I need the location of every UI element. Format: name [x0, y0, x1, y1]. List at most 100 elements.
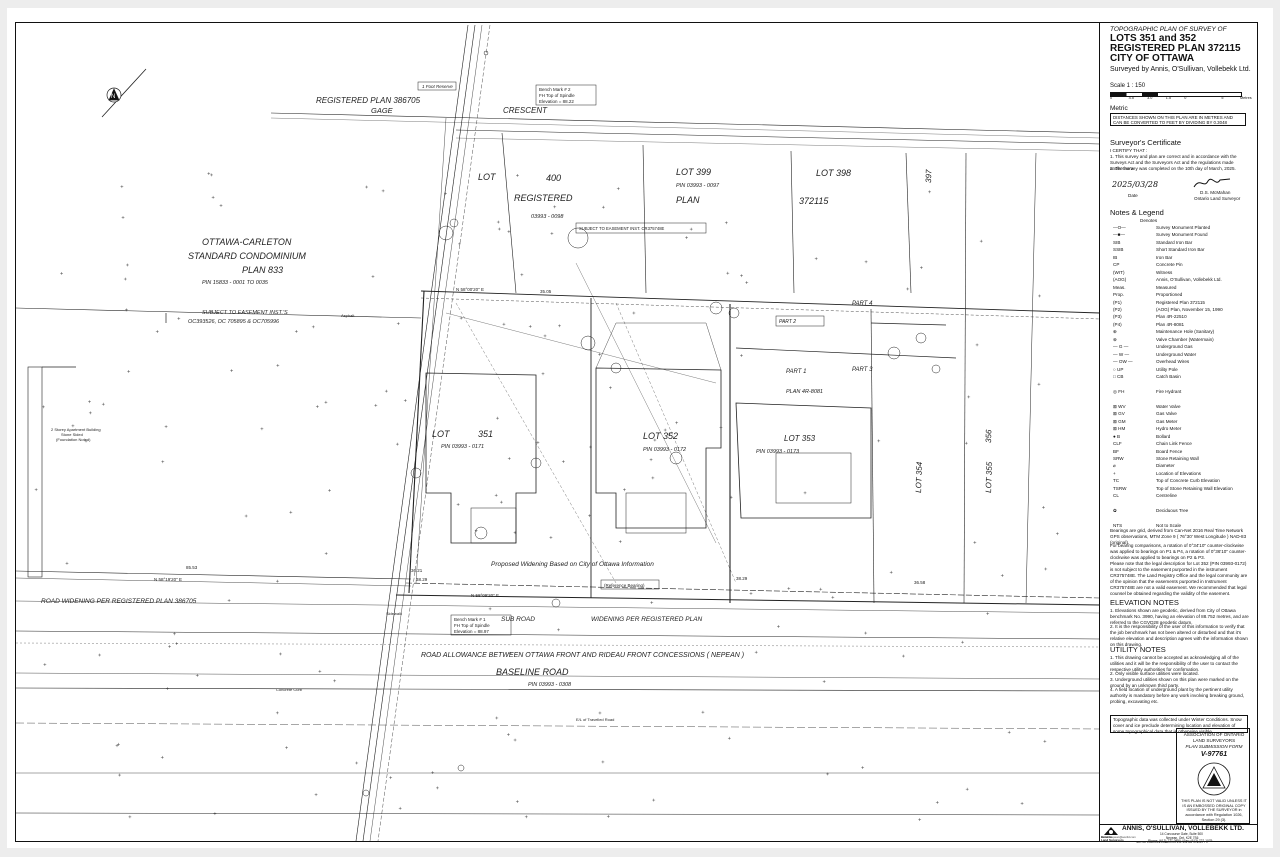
- elevation-mark: [507, 230, 511, 234]
- certificate-heading: Surveyor's Certificate: [1110, 138, 1182, 147]
- elevation-mark: [1020, 802, 1024, 805]
- assoc-line3: PLAN SUBMISSION FORM: [1185, 744, 1243, 749]
- elevation-mark: [663, 428, 667, 432]
- drawing-frame: [15, 22, 1258, 842]
- label-asphalt: Asphalt: [341, 313, 355, 318]
- elevation-mark: [1044, 567, 1048, 571]
- legend-symbol: SIB: [1113, 239, 1121, 245]
- elevation-mark: [395, 442, 399, 446]
- elevation-mark: [675, 421, 679, 425]
- legend-symbol: ◎ FH: [1113, 388, 1125, 394]
- elevation-mark: [877, 439, 881, 443]
- elevation-mark: [618, 540, 622, 544]
- elevation-mark: [161, 460, 165, 464]
- legend-symbol: — OW —: [1113, 359, 1133, 365]
- elevation-mark: [515, 800, 519, 803]
- elevation-mark: [906, 287, 910, 291]
- elevation-mark: [127, 370, 131, 373]
- scale-tick-label: 3.0: [1147, 96, 1153, 100]
- elevation-mark: [777, 625, 780, 628]
- elevation-mark: [289, 510, 293, 514]
- legend-description: Measured: [1156, 284, 1177, 290]
- note-comparison: For bearing comparisons, a rotation of 0…: [1110, 543, 1247, 560]
- legend-list: Denotes —O—Survey Monument Planted—■—Sur…: [1110, 218, 1255, 528]
- elevation-mark: [727, 736, 731, 740]
- elevation-mark: [889, 570, 893, 574]
- legend-symbol: SRW: [1113, 455, 1124, 461]
- label-dist-3621: 36.21: [411, 568, 423, 573]
- legend-item: Prop.Proportioned: [1110, 292, 1260, 300]
- elevation-points: [34, 172, 1059, 822]
- legend-item: — W —Underground Water: [1110, 352, 1260, 360]
- elevation-mark: [928, 190, 932, 194]
- elevation-mark: [513, 738, 517, 742]
- label-lot354: LOT 354: [914, 461, 924, 493]
- elevation-mark: [975, 343, 979, 347]
- legend-description: Registered Plan 372115: [1156, 299, 1205, 305]
- label-lot353: LOT 353: [784, 434, 816, 443]
- legend-symbol: TSRW: [1113, 485, 1127, 491]
- elevation-mark: [861, 766, 865, 770]
- ontario-logo-icon: [1102, 826, 1120, 837]
- elevation-mark: [589, 445, 592, 449]
- legend-symbol: ✿: [1113, 508, 1117, 514]
- label-pin-0097: PIN 03993 - 0097: [676, 183, 720, 189]
- legend-symbol: ⊠ HM: [1113, 426, 1126, 432]
- elevation-mark: [667, 432, 671, 436]
- certificate-item1: 1. This survey and plan are correct and …: [1110, 154, 1237, 171]
- elevation-mark: [561, 460, 565, 464]
- elevation-mark: [864, 260, 868, 264]
- note-bearings: Bearings are grid, derived from Can-Net …: [1110, 528, 1247, 545]
- label-bearing-top: N 58°00'20" E: [456, 287, 484, 292]
- legend-description: Stone Retaining Wall: [1156, 455, 1199, 461]
- signature-mark: [1192, 177, 1232, 189]
- elevation-mark: [499, 500, 503, 504]
- elevation-mark: [115, 744, 119, 748]
- elevation-mark: [902, 654, 905, 658]
- elevation-mark: [71, 424, 75, 428]
- label-benchmark2c: Elevation = 88.22: [539, 99, 574, 104]
- metric-note: DISTANCES SHOWN ON THIS PLAN ARE IN METR…: [1110, 113, 1246, 126]
- elevation-mark: [508, 651, 512, 655]
- elevation-mark: [458, 242, 461, 246]
- firm-email: Email: Nepean@aovltd.com: [1101, 835, 1136, 839]
- legend-symbol: ⊠ GV: [1113, 411, 1125, 417]
- legend-symbol: BF: [1113, 448, 1119, 454]
- legend-item: [1110, 396, 1260, 404]
- elevation-mark: [155, 330, 159, 333]
- elevation-mark: [520, 273, 524, 277]
- label-plan: PLAN: [676, 195, 700, 205]
- elevation-mark: [260, 427, 264, 431]
- label-part4: PART 4: [852, 301, 873, 307]
- firm-name: ANNIS, O'SULLIVAN, VOLLEBEKK LTD.: [1122, 825, 1244, 832]
- elevation-mark: [279, 652, 282, 656]
- legend-description: Gas Meter: [1156, 418, 1178, 424]
- legend-symbol: — W —: [1113, 351, 1130, 357]
- legend-description: Plan 4R-8081: [1156, 321, 1185, 327]
- legend-description: Location of Elevations: [1156, 470, 1201, 476]
- legend-symbol: ⊕: [1113, 329, 1117, 335]
- elevation-mark: [374, 403, 378, 407]
- elevation-mark: [276, 364, 280, 367]
- label-reference-bearing: (Reference Bearing): [604, 583, 645, 588]
- label-lot399: LOT 399: [676, 167, 711, 177]
- logo-word: Ontario: [1101, 835, 1112, 839]
- elevation-mark: [724, 221, 728, 225]
- elevation-mark: [516, 174, 519, 177]
- title-line3: REGISTERED PLAN 372115: [1110, 43, 1241, 54]
- elevation-mark: [1043, 739, 1047, 743]
- elevation-mark: [211, 195, 215, 199]
- assoc-stamp: THIS PLAN IS NOT VALID UNLESS IT IS AN E…: [1181, 799, 1247, 822]
- elevation-mark: [536, 441, 540, 444]
- legend-item: (P1)Registered Plan 372115: [1110, 300, 1260, 308]
- label-lot355: LOT 355: [984, 461, 994, 493]
- surveyor-title: Ontario Land Surveyor: [1194, 196, 1241, 201]
- legend-item: —O—Survey Monument Planted: [1110, 225, 1260, 233]
- legend-description: Iron Bar: [1156, 254, 1173, 260]
- legend-item: Meas.Measured: [1110, 285, 1260, 293]
